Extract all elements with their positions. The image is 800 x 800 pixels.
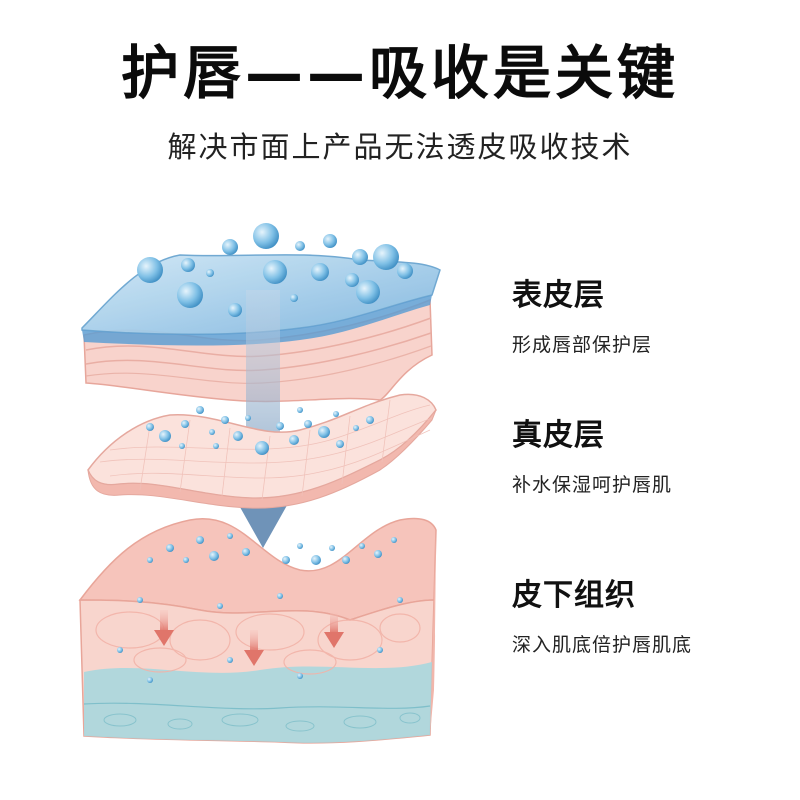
epidermis-title: 表皮层	[512, 278, 605, 313]
dermis-layer	[87, 393, 437, 509]
subcutaneous-desc: 深入肌底倍护唇肌底	[512, 634, 693, 656]
epidermis-label: 表皮层 形成唇部保护层	[512, 270, 652, 357]
subcutaneous-title: 皮下组织	[512, 578, 636, 613]
dermis-label: 真皮层 补水保湿呵护唇肌	[512, 410, 672, 497]
absorption-arrows	[154, 610, 344, 666]
page-title: 护唇——吸收是关键	[120, 39, 679, 107]
dermis-desc: 补水保湿呵护唇肌	[512, 474, 673, 496]
subcutaneous-label: 皮下组织 深入肌底倍护唇肌底	[512, 570, 692, 657]
page-subtitle: 解决市面上产品无法透皮吸收技术	[167, 130, 633, 164]
dermis-title: 真皮层	[512, 418, 605, 453]
subcutaneous-layer	[78, 517, 437, 744]
epidermis-desc: 形成唇部保护层	[512, 334, 653, 356]
